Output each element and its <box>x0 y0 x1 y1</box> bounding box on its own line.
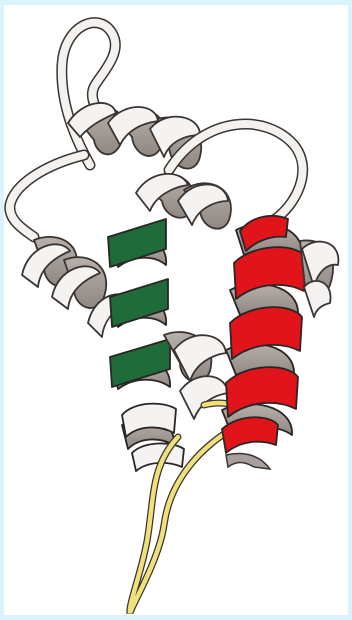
right-end-helix <box>300 240 338 317</box>
middle-helix <box>136 174 231 229</box>
image-canvas <box>4 5 348 615</box>
red-helix-end <box>226 454 270 469</box>
red-helix <box>222 216 306 453</box>
protein-ribbon-diagram <box>4 5 348 615</box>
